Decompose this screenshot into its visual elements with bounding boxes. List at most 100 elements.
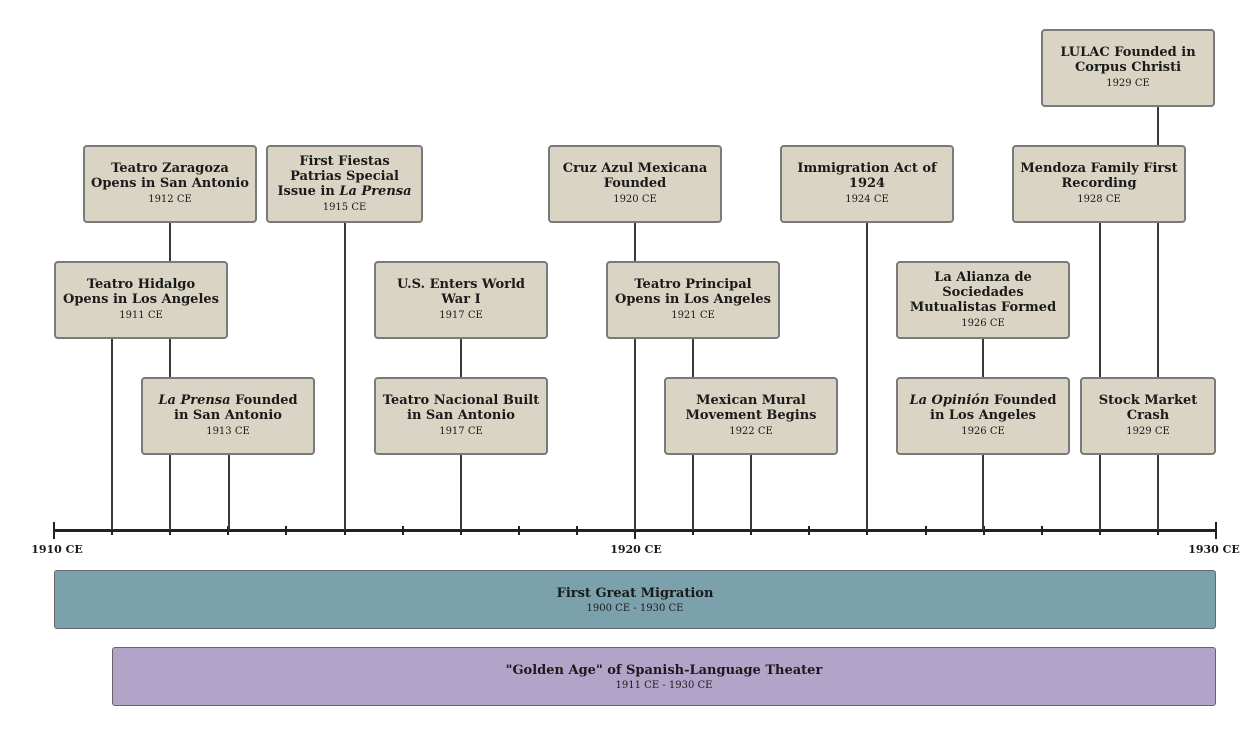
event-title: Mexican Mural Movement Begins <box>672 393 830 423</box>
event-date: 1912 CE <box>148 194 192 205</box>
event-title: Stock Market Crash <box>1088 393 1208 423</box>
axis-tick <box>111 526 114 535</box>
period-band-golden-age: "Golden Age" of Spanish-Language Theater… <box>112 647 1216 706</box>
event-title-part: La Opinión <box>909 393 990 408</box>
connector-line <box>692 455 694 530</box>
connector-line <box>1099 455 1101 530</box>
event-title: LULAC Founded in Corpus Christi <box>1049 45 1207 75</box>
axis-tick <box>169 526 172 535</box>
event-title-part: Cruz Azul Mexicana Founded <box>562 161 708 191</box>
event-box-teatro-nacional: Teatro Nacional Built in San Antonio 1917… <box>374 377 548 455</box>
event-box-teatro-principal: Teatro Principal Opens in Los Angeles 192… <box>606 261 780 339</box>
axis-tick <box>227 526 230 535</box>
event-title: Teatro Principal Opens in Los Angeles <box>614 277 772 307</box>
connector-line <box>866 223 868 530</box>
event-title-part: La Prensa <box>158 393 231 408</box>
event-title-part: Founded in Los Angeles <box>930 393 1057 423</box>
connector-line <box>1157 107 1159 145</box>
event-date: 1913 CE <box>206 426 250 437</box>
event-box-immigration-act: Immigration Act of 1924 1924 CE <box>780 145 954 223</box>
period-title: "Golden Age" of Spanish-Language Theater <box>505 662 823 678</box>
axis-tick <box>866 526 869 535</box>
event-date: 1915 CE <box>322 201 367 213</box>
axis-tick <box>459 526 462 535</box>
axis-tick <box>634 522 636 539</box>
event-date: 1920 CE <box>613 194 657 205</box>
connector-line <box>111 339 113 530</box>
connector-line <box>1157 223 1159 377</box>
event-title-part: U.S. Enters World War I <box>396 277 526 307</box>
event-title-part: La Alianza de Sociedades Mutualistas For… <box>909 269 1057 315</box>
axis-tick <box>1215 522 1217 539</box>
event-date: 1926 CE <box>961 426 1005 437</box>
event-box-la-opinion: La Opinión Founded in Los Angeles 1926 CE <box>896 377 1070 455</box>
connector-line <box>692 339 694 377</box>
connector-line <box>634 339 636 530</box>
event-title: Teatro Zaragoza Opens in San Antonio <box>91 161 249 191</box>
event-title: Mendoza Family First Recording <box>1020 161 1178 191</box>
period-range: 1900 CE - 1930 CE <box>586 602 684 614</box>
period-band-great-migration: First Great Migration 1900 CE - 1930 CE <box>54 570 1216 629</box>
event-title-part: Founded in San Antonio <box>174 393 298 423</box>
event-date: 1926 CE <box>961 317 1005 329</box>
event-title-part: LULAC Founded in Corpus Christi <box>1060 45 1196 75</box>
connector-line <box>460 455 462 530</box>
connector-line <box>228 455 230 530</box>
event-box-fiestas-patrias: First Fiestas Patrias Special Issue in L… <box>266 145 423 223</box>
connector-line <box>982 455 984 530</box>
event-title: Teatro Nacional Built in San Antonio <box>382 393 540 423</box>
event-title-part: First Fiestas Patrias Special Issue in <box>277 153 399 199</box>
event-date: 1917 CE <box>439 310 483 321</box>
event-title: La Opinión Founded in Los Angeles <box>904 393 1062 423</box>
axis-tick <box>750 526 753 535</box>
event-date: 1924 CE <box>845 194 889 205</box>
period-title: First Great Migration <box>556 585 714 601</box>
event-title-part: La Prensa <box>339 183 412 199</box>
connector-line <box>982 339 984 377</box>
axis-tick <box>1156 526 1159 535</box>
event-title-part: Immigration Act of 1924 <box>797 161 937 191</box>
axis-tick <box>1040 526 1043 535</box>
axis-tick <box>692 526 695 535</box>
event-box-stock-market: Stock Market Crash 1929 CE <box>1080 377 1216 455</box>
axis-tick <box>1098 526 1101 535</box>
connector-line <box>460 339 462 377</box>
axis-tick <box>982 526 985 535</box>
event-box-cruz-azul: Cruz Azul Mexicana Founded 1920 CE <box>548 145 722 223</box>
year-label-1920: 1920 CE <box>610 543 662 556</box>
axis-tick <box>401 526 404 535</box>
connector-line <box>634 223 636 261</box>
connector-line <box>1099 223 1101 377</box>
connector-line <box>344 223 346 530</box>
event-title: Immigration Act of 1924 <box>788 161 946 191</box>
event-title: La Prensa Founded in San Antonio <box>149 393 307 423</box>
event-title-part: Teatro Nacional Built in San Antonio <box>382 393 540 423</box>
axis-tick <box>575 526 578 535</box>
event-date: 1929 CE <box>1126 426 1170 437</box>
connector-line <box>750 455 752 530</box>
connector-line <box>169 455 171 530</box>
axis-tick <box>285 526 288 535</box>
connector-line <box>169 339 171 377</box>
event-box-la-prensa-founded: La Prensa Founded in San Antonio 1913 CE <box>141 377 315 455</box>
period-range: 1911 CE - 1930 CE <box>615 679 713 691</box>
event-date: 1929 CE <box>1106 78 1150 89</box>
event-title-part: Mendoza Family First Recording <box>1020 161 1178 191</box>
event-box-us-enters-wwi: U.S. Enters World War I 1917 CE <box>374 261 548 339</box>
event-title-part: Teatro Hidalgo Opens in Los Angeles <box>63 277 219 307</box>
connector-line <box>1157 455 1159 530</box>
event-box-lulac: LULAC Founded in Corpus Christi 1929 CE <box>1041 29 1215 107</box>
event-title: U.S. Enters World War I <box>382 277 540 307</box>
axis-tick <box>53 522 55 539</box>
year-label-1930: 1930 CE <box>1188 543 1240 556</box>
event-date: 1921 CE <box>671 310 715 321</box>
event-title-part: Teatro Principal Opens in Los Angeles <box>615 277 771 307</box>
event-date: 1917 CE <box>439 426 483 437</box>
event-title: First Fiestas Patrias Special Issue in L… <box>274 154 415 199</box>
event-title: Cruz Azul Mexicana Founded <box>556 161 714 191</box>
event-title-part: Stock Market Crash <box>1098 393 1198 423</box>
